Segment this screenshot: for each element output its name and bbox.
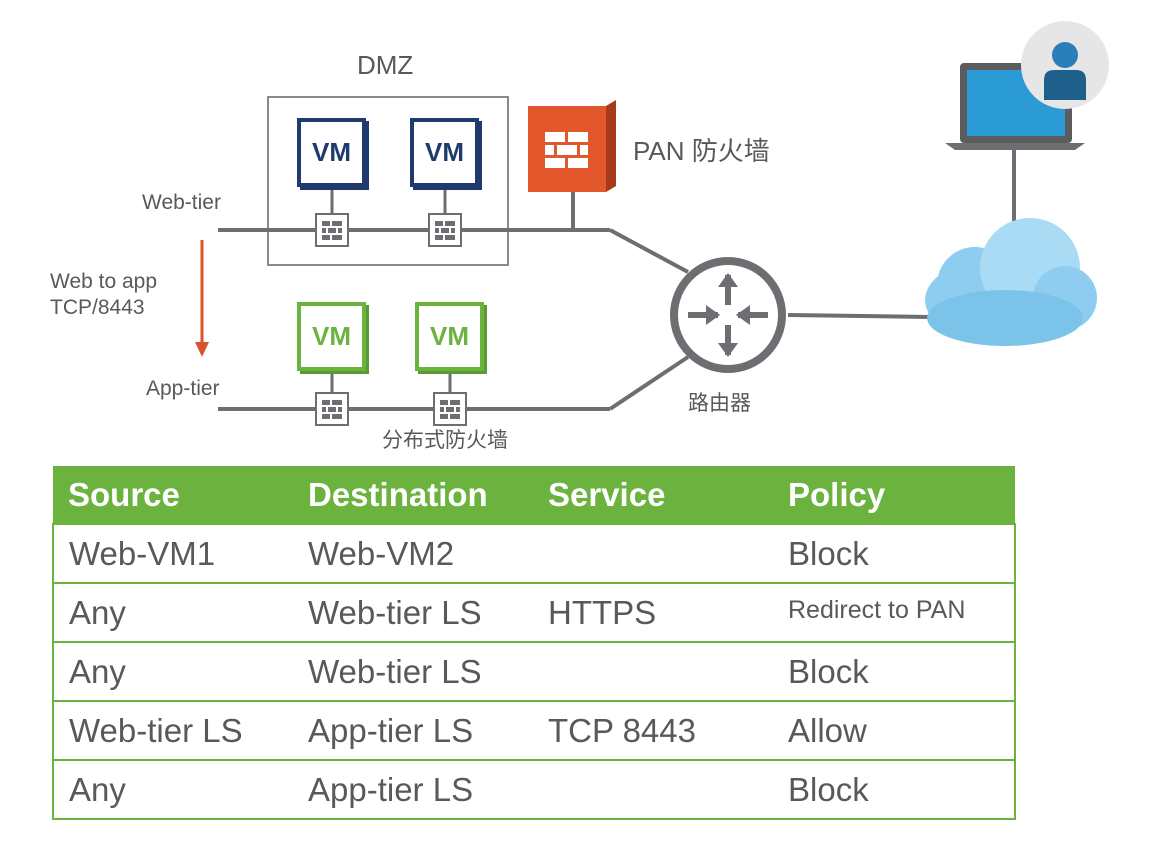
- policy-cell: Block: [773, 523, 1016, 583]
- vm-label: VM: [430, 321, 469, 351]
- policy-cell: Allow: [773, 700, 1016, 760]
- source-cell: Any: [52, 759, 293, 820]
- destination-cell: App-tier LS: [293, 759, 533, 820]
- destination-cell: Web-tier LS: [293, 641, 533, 701]
- dfw-bricks: [322, 221, 460, 419]
- service-cell: [533, 759, 773, 820]
- app-tier-label: App-tier: [146, 377, 220, 400]
- column-header: Source: [53, 466, 293, 524]
- source-cell: Any: [52, 641, 293, 701]
- router-label: 路由器: [688, 392, 751, 415]
- table-row: Web-VM1 Web-VM2 Block: [52, 523, 1016, 583]
- flow-label-line1: Web to app: [50, 270, 158, 293]
- flow-label-line2: TCP/8443: [50, 296, 145, 319]
- service-cell: [533, 523, 773, 583]
- dfw-icon: [315, 213, 467, 426]
- destination-cell: App-tier LS: [293, 700, 533, 760]
- cloud-icon: [925, 218, 1097, 346]
- vm-label: VM: [312, 321, 351, 351]
- source-cell: Any: [52, 582, 293, 642]
- service-cell: [533, 641, 773, 701]
- table-row: Any App-tier LS Block: [52, 759, 1016, 820]
- dfw-label: 分布式防火墙: [382, 429, 508, 452]
- router-cloud-link: [787, 313, 931, 319]
- dmz-label: DMZ: [357, 50, 414, 80]
- table-header-row: Source Destination Service Policy: [53, 466, 1015, 524]
- web-tier-label: Web-tier: [142, 191, 221, 214]
- vm-label: VM: [312, 137, 351, 167]
- flow-arrow-icon: [195, 240, 209, 357]
- column-header: Service: [533, 466, 773, 524]
- vm-label: VM: [425, 137, 464, 167]
- vm-icon: VM: [415, 302, 484, 371]
- source-cell: Web-VM1: [52, 523, 293, 583]
- column-header: Policy: [773, 466, 1015, 524]
- policy-cell: Block: [773, 759, 1016, 820]
- policy-table: Source Destination Service Policy Web-VM…: [52, 466, 1016, 820]
- table-row: Any Web-tier LS Block: [52, 641, 1016, 701]
- pan-firewall-label: PAN 防火墙: [633, 136, 770, 166]
- vm-icon: VM: [297, 118, 366, 187]
- table-row: Any Web-tier LS HTTPS Redirect to PAN: [52, 582, 1016, 642]
- column-header: Destination: [293, 466, 533, 524]
- web-router-link: [609, 228, 689, 274]
- source-cell: Web-tier LS: [52, 700, 293, 760]
- table-row: Web-tier LS App-tier LS TCP 8443 Allow: [52, 700, 1016, 760]
- policy-cell: Block: [773, 641, 1016, 701]
- user-icon: [1021, 21, 1109, 109]
- service-cell: HTTPS: [533, 582, 773, 642]
- app-router-link: [608, 355, 690, 411]
- vm-icon: VM: [410, 118, 479, 187]
- firewall-icon: [528, 100, 616, 192]
- network-diagram: VM VM VM VM DMZ Web-tier Web to app TCP/…: [50, 21, 1109, 452]
- vm-icon: VM: [297, 302, 366, 371]
- destination-cell: Web-VM2: [293, 523, 533, 583]
- policy-cell: Redirect to PAN: [773, 582, 1016, 642]
- router-icon: [670, 257, 786, 373]
- destination-cell: Web-tier LS: [293, 582, 533, 642]
- service-cell: TCP 8443: [533, 700, 773, 760]
